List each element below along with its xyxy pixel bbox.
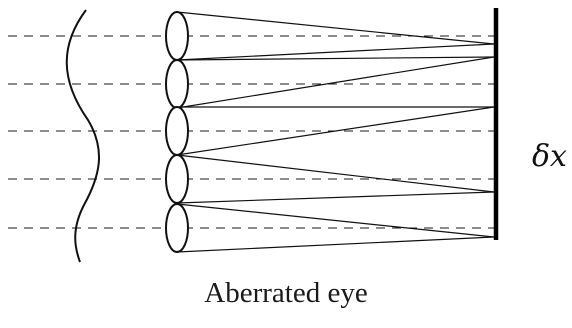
cone-ray-upper [176,11,495,45]
cone-ray-lower [176,56,495,109]
lenslet [165,203,189,253]
dashed-beam-lines [8,35,496,229]
lenslet [165,154,189,204]
aberrated-wavefront [65,9,100,263]
lenslet-ray-cones [176,11,495,253]
cone-ray-upper [176,154,495,193]
cone-ray-upper [176,56,495,61]
cone-ray-upper [176,203,495,238]
cone-ray-lower [176,236,495,253]
cone-ray-lower [176,191,495,204]
cone-ray-lower [176,106,495,156]
lenslet [165,106,189,156]
diagram-caption: Aberrated eye [204,277,368,309]
lenslet [165,11,189,61]
spot-displacement-label: δx [532,139,567,174]
lenslet-array [165,11,189,253]
lenslet [165,59,189,109]
cone-ray-lower [176,43,495,61]
